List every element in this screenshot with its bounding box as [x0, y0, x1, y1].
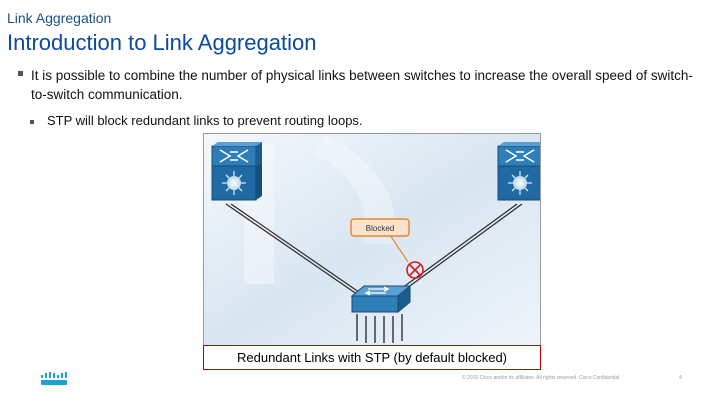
redundant-links: [225, 203, 523, 300]
sub-bullet-marker-icon: [30, 120, 34, 124]
link-right-b: [391, 203, 523, 300]
cisco-logo-icon: [41, 372, 67, 385]
page-title: Introduction to Link Aggregation: [7, 30, 317, 55]
stp-topology-diagram: Blocked: [203, 133, 541, 346]
sub-bullet-text: STP will block redundant links to preven…: [47, 113, 363, 128]
bullet-text: It is possible to combine the number of …: [31, 68, 693, 102]
bullet-marker-icon: [18, 71, 23, 76]
access-switch-icon: [350, 284, 412, 343]
bullet-item: It is possible to combine the number of …: [18, 66, 708, 104]
copyright-text: © 2016 Cisco and/or its affiliates. All …: [462, 375, 620, 381]
link-left-b: [230, 203, 370, 300]
watermark-shape: [314, 134, 396, 244]
blocked-label: Blocked: [366, 224, 394, 233]
topology-svg: Blocked: [204, 134, 540, 345]
blocked-port-icon: [406, 261, 424, 279]
right-multilayer-switch-icon: [497, 142, 540, 201]
left-multilayer-switch-icon: [211, 142, 262, 201]
figure-caption: Redundant Links with STP (by default blo…: [203, 345, 541, 370]
section-title: Link Aggregation: [7, 10, 112, 26]
blocked-callout: Blocked: [350, 218, 410, 263]
link-right-a: [386, 203, 518, 300]
page-number: 4: [679, 375, 682, 381]
link-left-a: [225, 203, 365, 300]
sub-bullet-item: STP will block redundant links to preven…: [30, 113, 363, 128]
